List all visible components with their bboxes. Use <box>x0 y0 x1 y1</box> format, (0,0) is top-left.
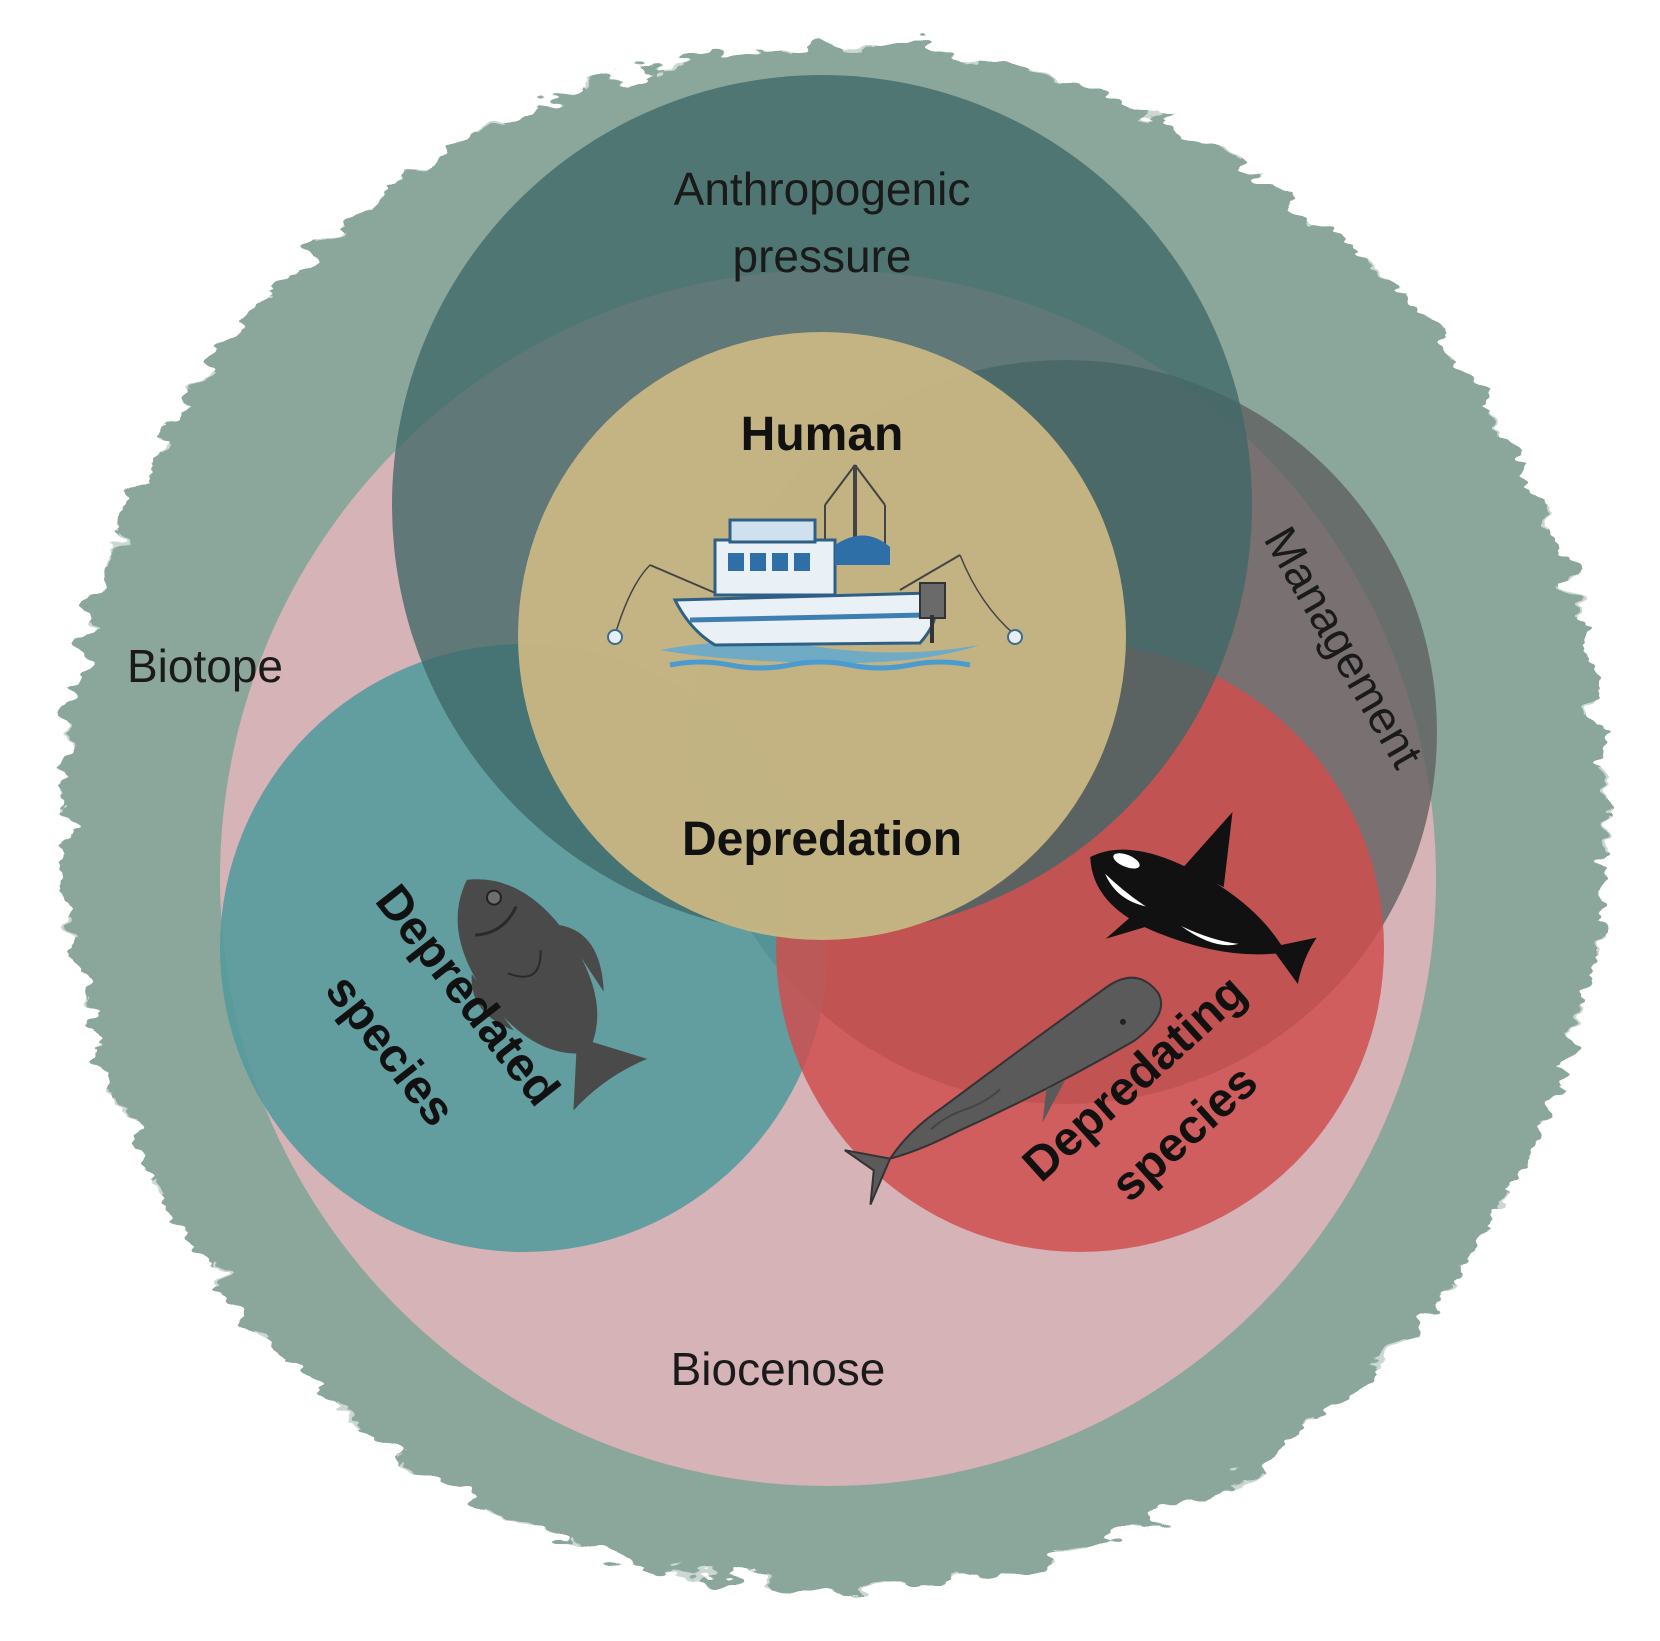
biocenose-label: Biocenose <box>671 1343 886 1395</box>
anthropogenic-pressure-label-line2: pressure <box>733 230 912 282</box>
fish-icon <box>457 879 648 1111</box>
biotope-label: Biotope <box>127 640 283 692</box>
sperm-whale-icon <box>844 976 1163 1206</box>
anthropogenic-pressure-label-line1: Anthropogenic <box>674 163 971 215</box>
depredation-label: Depredation <box>682 813 962 866</box>
human-label: Human <box>741 408 904 461</box>
orca-icon <box>1090 812 1317 985</box>
fishing-boat-icon <box>607 464 1023 671</box>
